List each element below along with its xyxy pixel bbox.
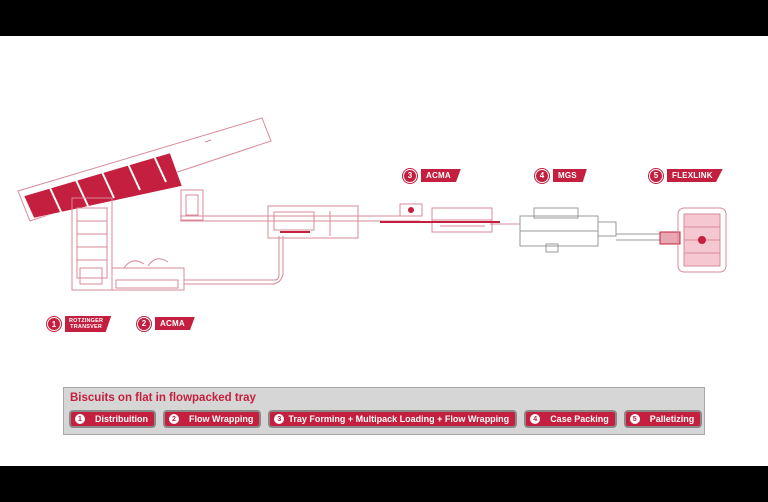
step-number: 2 [169,414,179,424]
step-label: Case Packing [550,414,609,424]
step-palletizing[interactable]: 5 Palletizing [623,410,703,428]
central-conveyor [180,189,420,239]
panel-title: Biscuits on flat in flowpacked tray [70,392,256,404]
callout-3: 3 ACMA [404,169,461,182]
callout-5: 5 FLEXLINK [650,169,723,182]
step-number: 4 [530,414,541,424]
step-label: Flow Wrapping [189,414,254,424]
callout-label-line2: TRANSVER [70,324,103,330]
callout-number: 4 [536,169,548,182]
callout-2: 2 ACMA [138,317,195,330]
step-number: 5 [629,414,640,424]
step-label: Palletizing [649,414,695,424]
callout-label: ACMA [155,317,195,330]
step-label: Tray Forming + Multipack Loading + Flow … [288,414,510,424]
callout-label: ACMA [421,169,461,182]
step-number: 1 [75,414,85,424]
step-tray-forming[interactable]: 3 Tray Forming + Multipack Loading + Flo… [268,410,518,428]
process-steps-panel: Biscuits on flat in flowpacked tray 1 Di… [63,387,705,435]
callout-4: 4 MGS [536,169,587,182]
callout-label: ROTZINGER TRANSVER [65,316,112,332]
callout-number: 5 [650,169,662,182]
callout-number: 3 [404,169,416,182]
step-case-packing[interactable]: 4 Case Packing [524,410,617,428]
callout-number: 2 [138,317,150,330]
step-number: 3 [274,414,285,424]
callout-label-line1: ROTZINGER [69,318,104,324]
step-distribution[interactable]: 1 Distribuition [69,410,156,428]
acma-flow-wrapper [111,236,284,291]
production-line-diagram [17,117,727,291]
mgs-case-packer [490,207,660,253]
step-flow-wrapping[interactable]: 2 Flow Wrapping [163,410,262,428]
rotzinger-feeder [17,117,272,291]
callout-1: 1 ROTZINGER TRANSVER [48,316,112,332]
callout-label: FLEXLINK [667,169,723,182]
callout-label: MGS [553,169,587,182]
flexlink-palletizer [659,207,727,273]
diagram-stage: 1 ROTZINGER TRANSVER 2 ACMA 3 ACMA 4 MGS… [0,36,768,466]
acma-tray-former [380,203,500,233]
callout-number: 1 [48,318,60,330]
process-steps: 1 Distribuition 2 Flow Wrapping 3 Tray F… [69,410,703,428]
step-label: Distribuition [95,414,148,424]
